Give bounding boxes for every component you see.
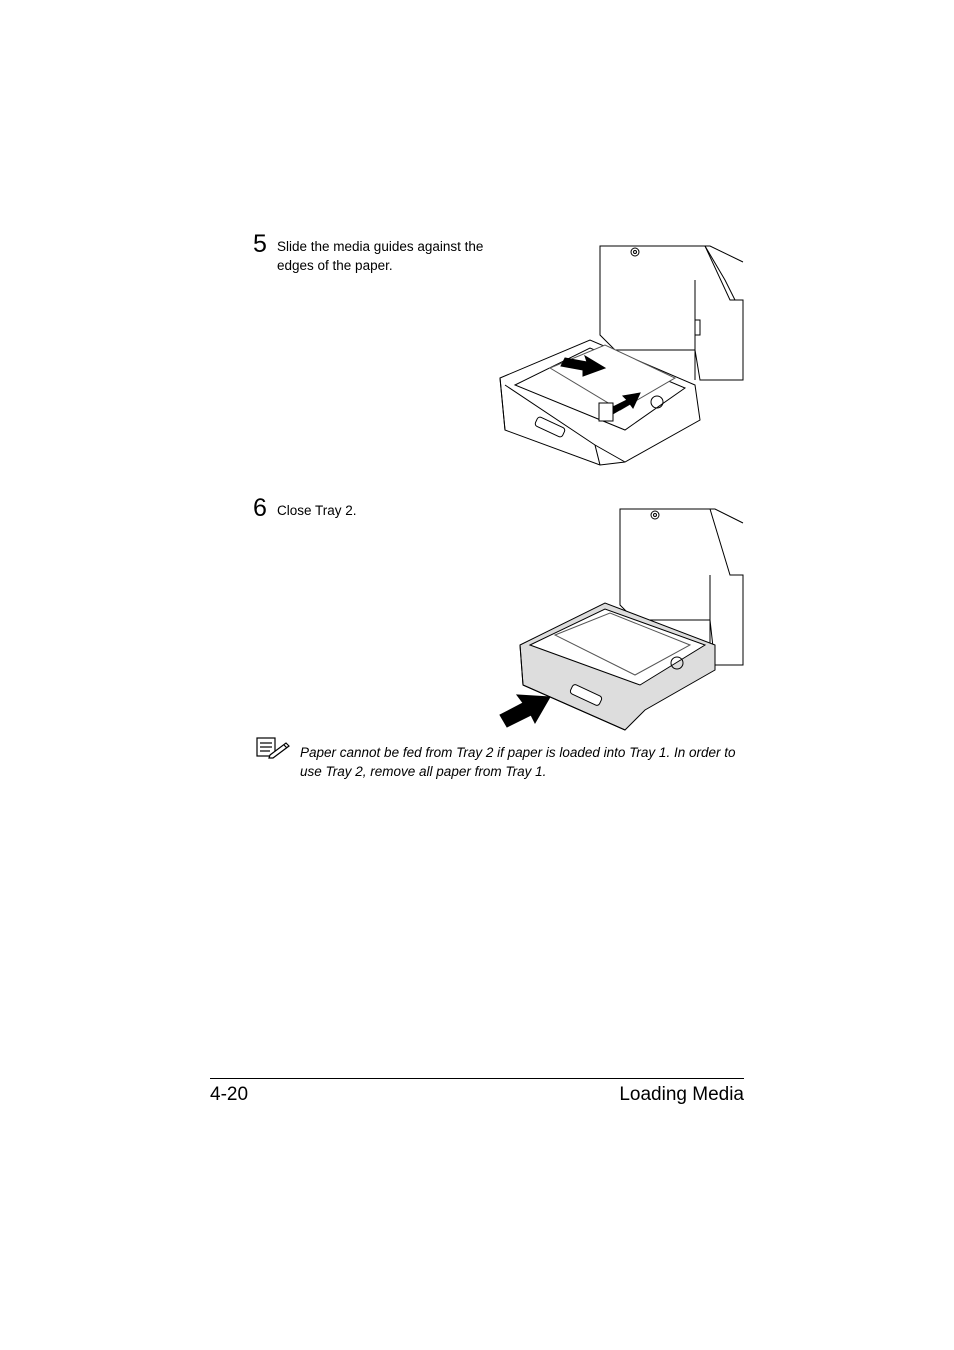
section-title: Loading Media <box>619 1084 744 1105</box>
tray-guides-illustration <box>499 245 744 466</box>
step-5-number: 5 <box>253 230 267 258</box>
note-pencil-icon <box>256 737 290 759</box>
close-tray-illustration <box>499 508 744 731</box>
step-6-text: Close Tray 2. <box>277 503 357 518</box>
step-5-text: Slide the media guides against the edges… <box>277 239 484 273</box>
step-6-number: 6 <box>253 494 267 522</box>
page-number: 4-20 <box>210 1084 249 1105</box>
note-text: Paper cannot be fed from Tray 2 if paper… <box>300 745 736 779</box>
footer-rule <box>210 1078 744 1079</box>
